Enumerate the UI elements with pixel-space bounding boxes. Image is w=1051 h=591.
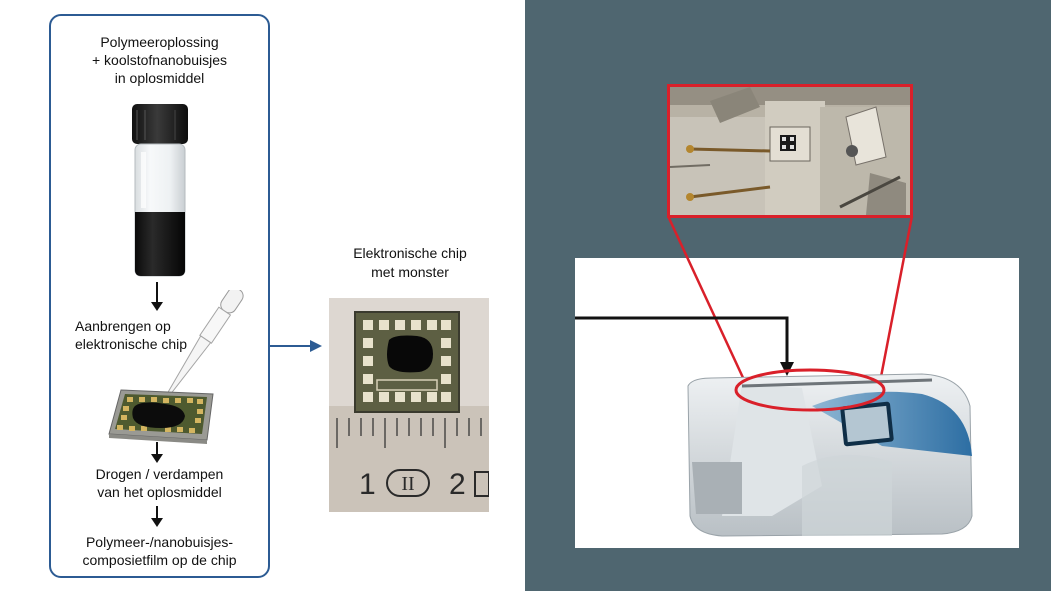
down-arrow-2 [151, 442, 163, 463]
ruler-label-roman: II [401, 473, 414, 495]
step-apply-label: Aanbrengen op elektronische chip [75, 318, 188, 352]
step-composite-film-label: Polymeer-/nanobuisjes- composietfilm op … [82, 534, 237, 568]
chip-with-sample-illustration [108, 389, 214, 444]
chip-photo: 1 II 2 [329, 298, 489, 512]
preparation-steps-panel: Polymeeroplossing + koolstofnanobuisjes … [49, 14, 270, 578]
ruler-label-2: 2 [449, 468, 466, 501]
chip-caption: Elektronische chip met monster [353, 245, 467, 280]
step-dry-label: Drogen / verdampen van het oplosmiddel [95, 466, 224, 500]
step-polymer-solution-label: Polymeeroplossing + koolstofnanobuisjes … [91, 34, 228, 86]
zoom-callout-lines [666, 215, 914, 383]
arrow-to-instrument [575, 316, 794, 376]
down-arrow-3 [151, 506, 163, 527]
pipette-illustration [163, 290, 244, 402]
vial-illustration [132, 104, 188, 277]
dsc-instrument-illustration [687, 368, 973, 537]
ruler-label-1: 1 [359, 468, 376, 501]
measurement-cell-closeup [667, 84, 913, 218]
down-arrow-1 [151, 282, 163, 311]
arrow-to-chip [270, 340, 322, 352]
